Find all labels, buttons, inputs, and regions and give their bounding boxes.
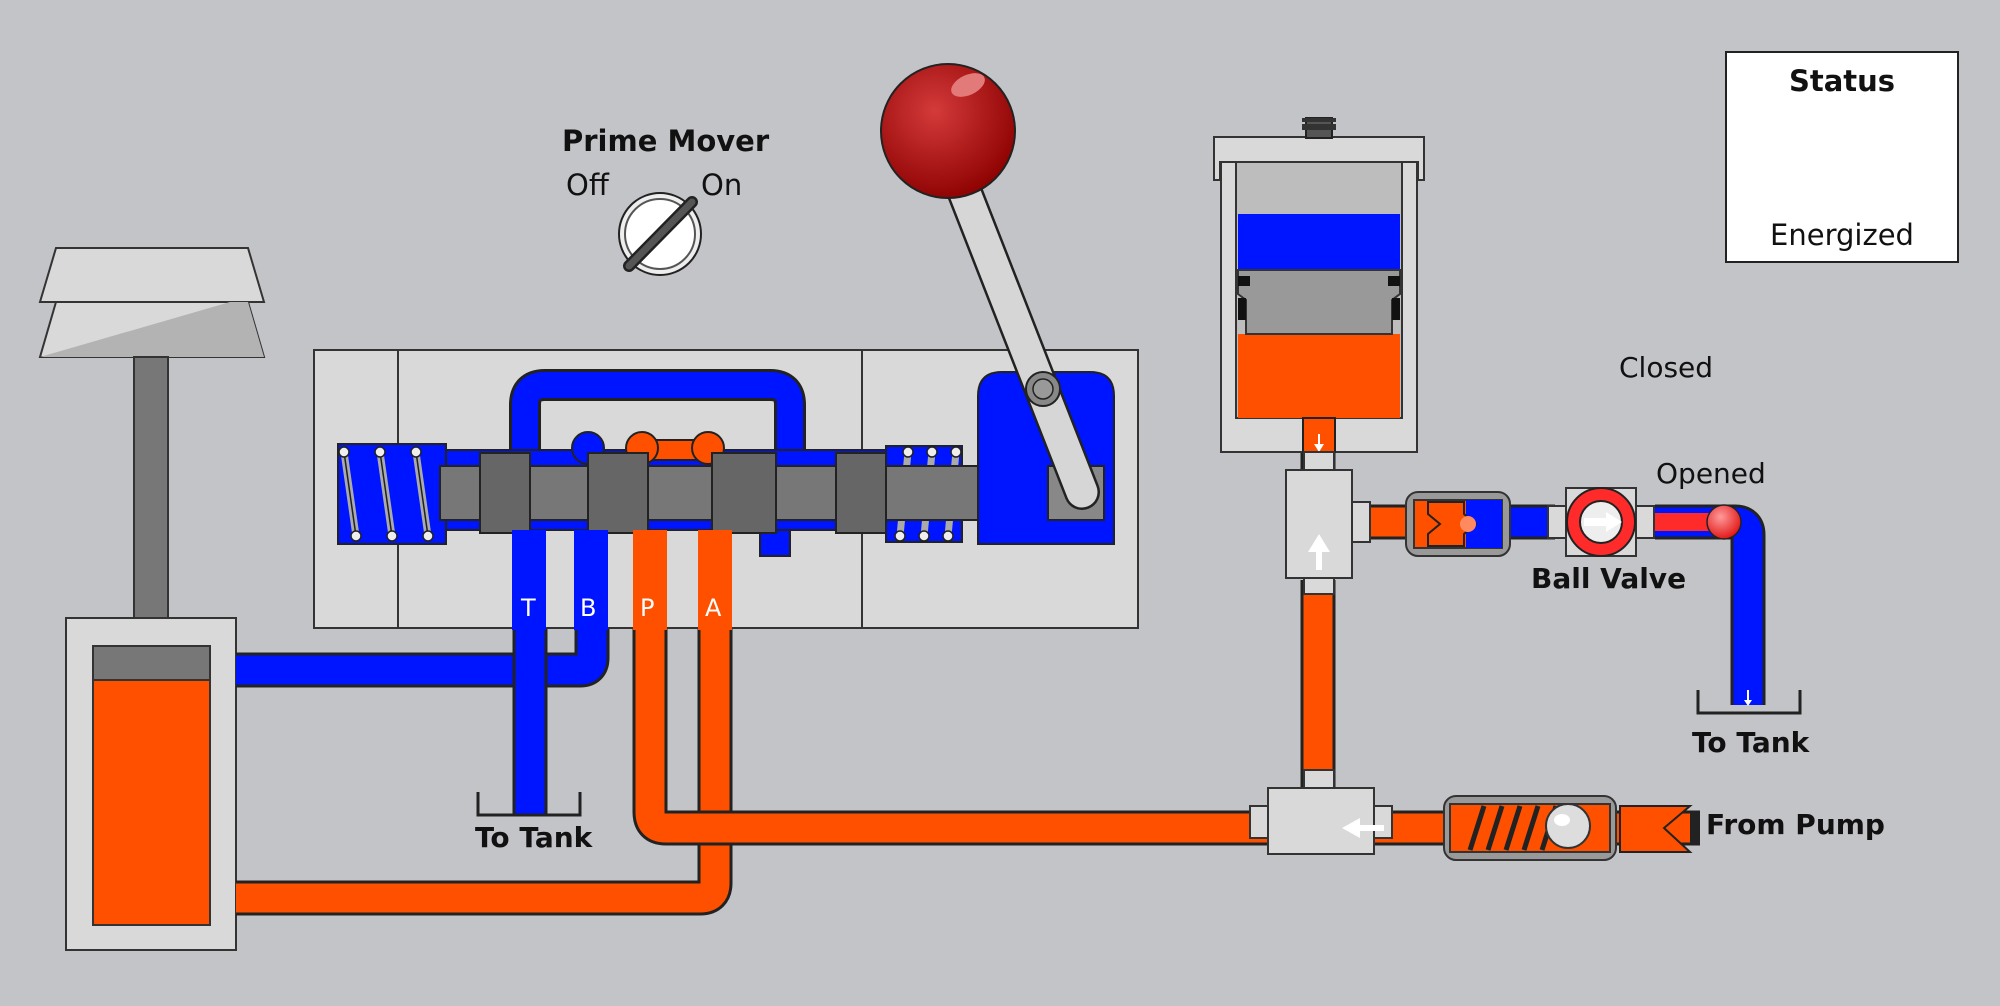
spool-land-1 — [479, 452, 531, 534]
accumulator-piston — [1237, 269, 1401, 335]
port-label-p: P — [640, 594, 655, 622]
tank-left-symbol — [476, 792, 582, 817]
pump-check-valve — [1443, 795, 1617, 861]
ball-valve-opened-label[interactable]: Opened — [1656, 457, 1766, 490]
status-state: Energized — [1770, 218, 1914, 252]
prime-mover-title: Prime Mover — [562, 124, 770, 158]
port-label-t: T — [521, 594, 536, 622]
ball-valve-closed-label[interactable]: Closed — [1619, 351, 1714, 384]
accumulator — [1213, 117, 1425, 453]
lever-knob[interactable] — [880, 63, 1016, 199]
directional-control-valve — [313, 349, 1139, 630]
hand-lever[interactable] — [880, 63, 1100, 510]
ball-valve[interactable] — [1547, 487, 1742, 557]
tank-right-label: To Tank — [1692, 726, 1810, 759]
piston-head — [92, 645, 211, 681]
tee-fitting-lower — [1249, 769, 1393, 855]
ball-valve-label: Ball Valve — [1531, 562, 1687, 595]
piston-rod — [133, 356, 169, 648]
cylinder-fluid — [92, 679, 211, 926]
prime-mover-off-label: Off — [566, 168, 609, 202]
port-label-a: A — [705, 594, 722, 622]
status-panel: Status Energized — [1725, 51, 1959, 263]
spool-land-3 — [711, 452, 777, 534]
spool-land-4 — [835, 452, 887, 534]
tee-fitting-upper — [1285, 451, 1371, 595]
tank-right-symbol — [1696, 690, 1802, 715]
spool-land-2 — [587, 452, 649, 534]
accumulator-fluid — [1238, 334, 1400, 418]
accumulator-gas — [1238, 214, 1400, 270]
pump-inlet — [1619, 805, 1693, 853]
load-platform-top — [38, 247, 266, 303]
prime-mover-switch[interactable] — [618, 192, 702, 276]
port-label-b: B — [580, 594, 597, 622]
tank-left-label: To Tank — [475, 821, 593, 854]
prime-mover-on-label: On — [701, 168, 743, 202]
ball-valve-handle[interactable] — [1706, 504, 1742, 540]
branch-check-valve — [1405, 491, 1511, 557]
hydraulic-cylinder — [38, 247, 266, 951]
from-pump-label: From Pump — [1706, 808, 1885, 841]
status-title: Status — [1788, 64, 1896, 98]
load-platform-shade — [40, 302, 264, 357]
